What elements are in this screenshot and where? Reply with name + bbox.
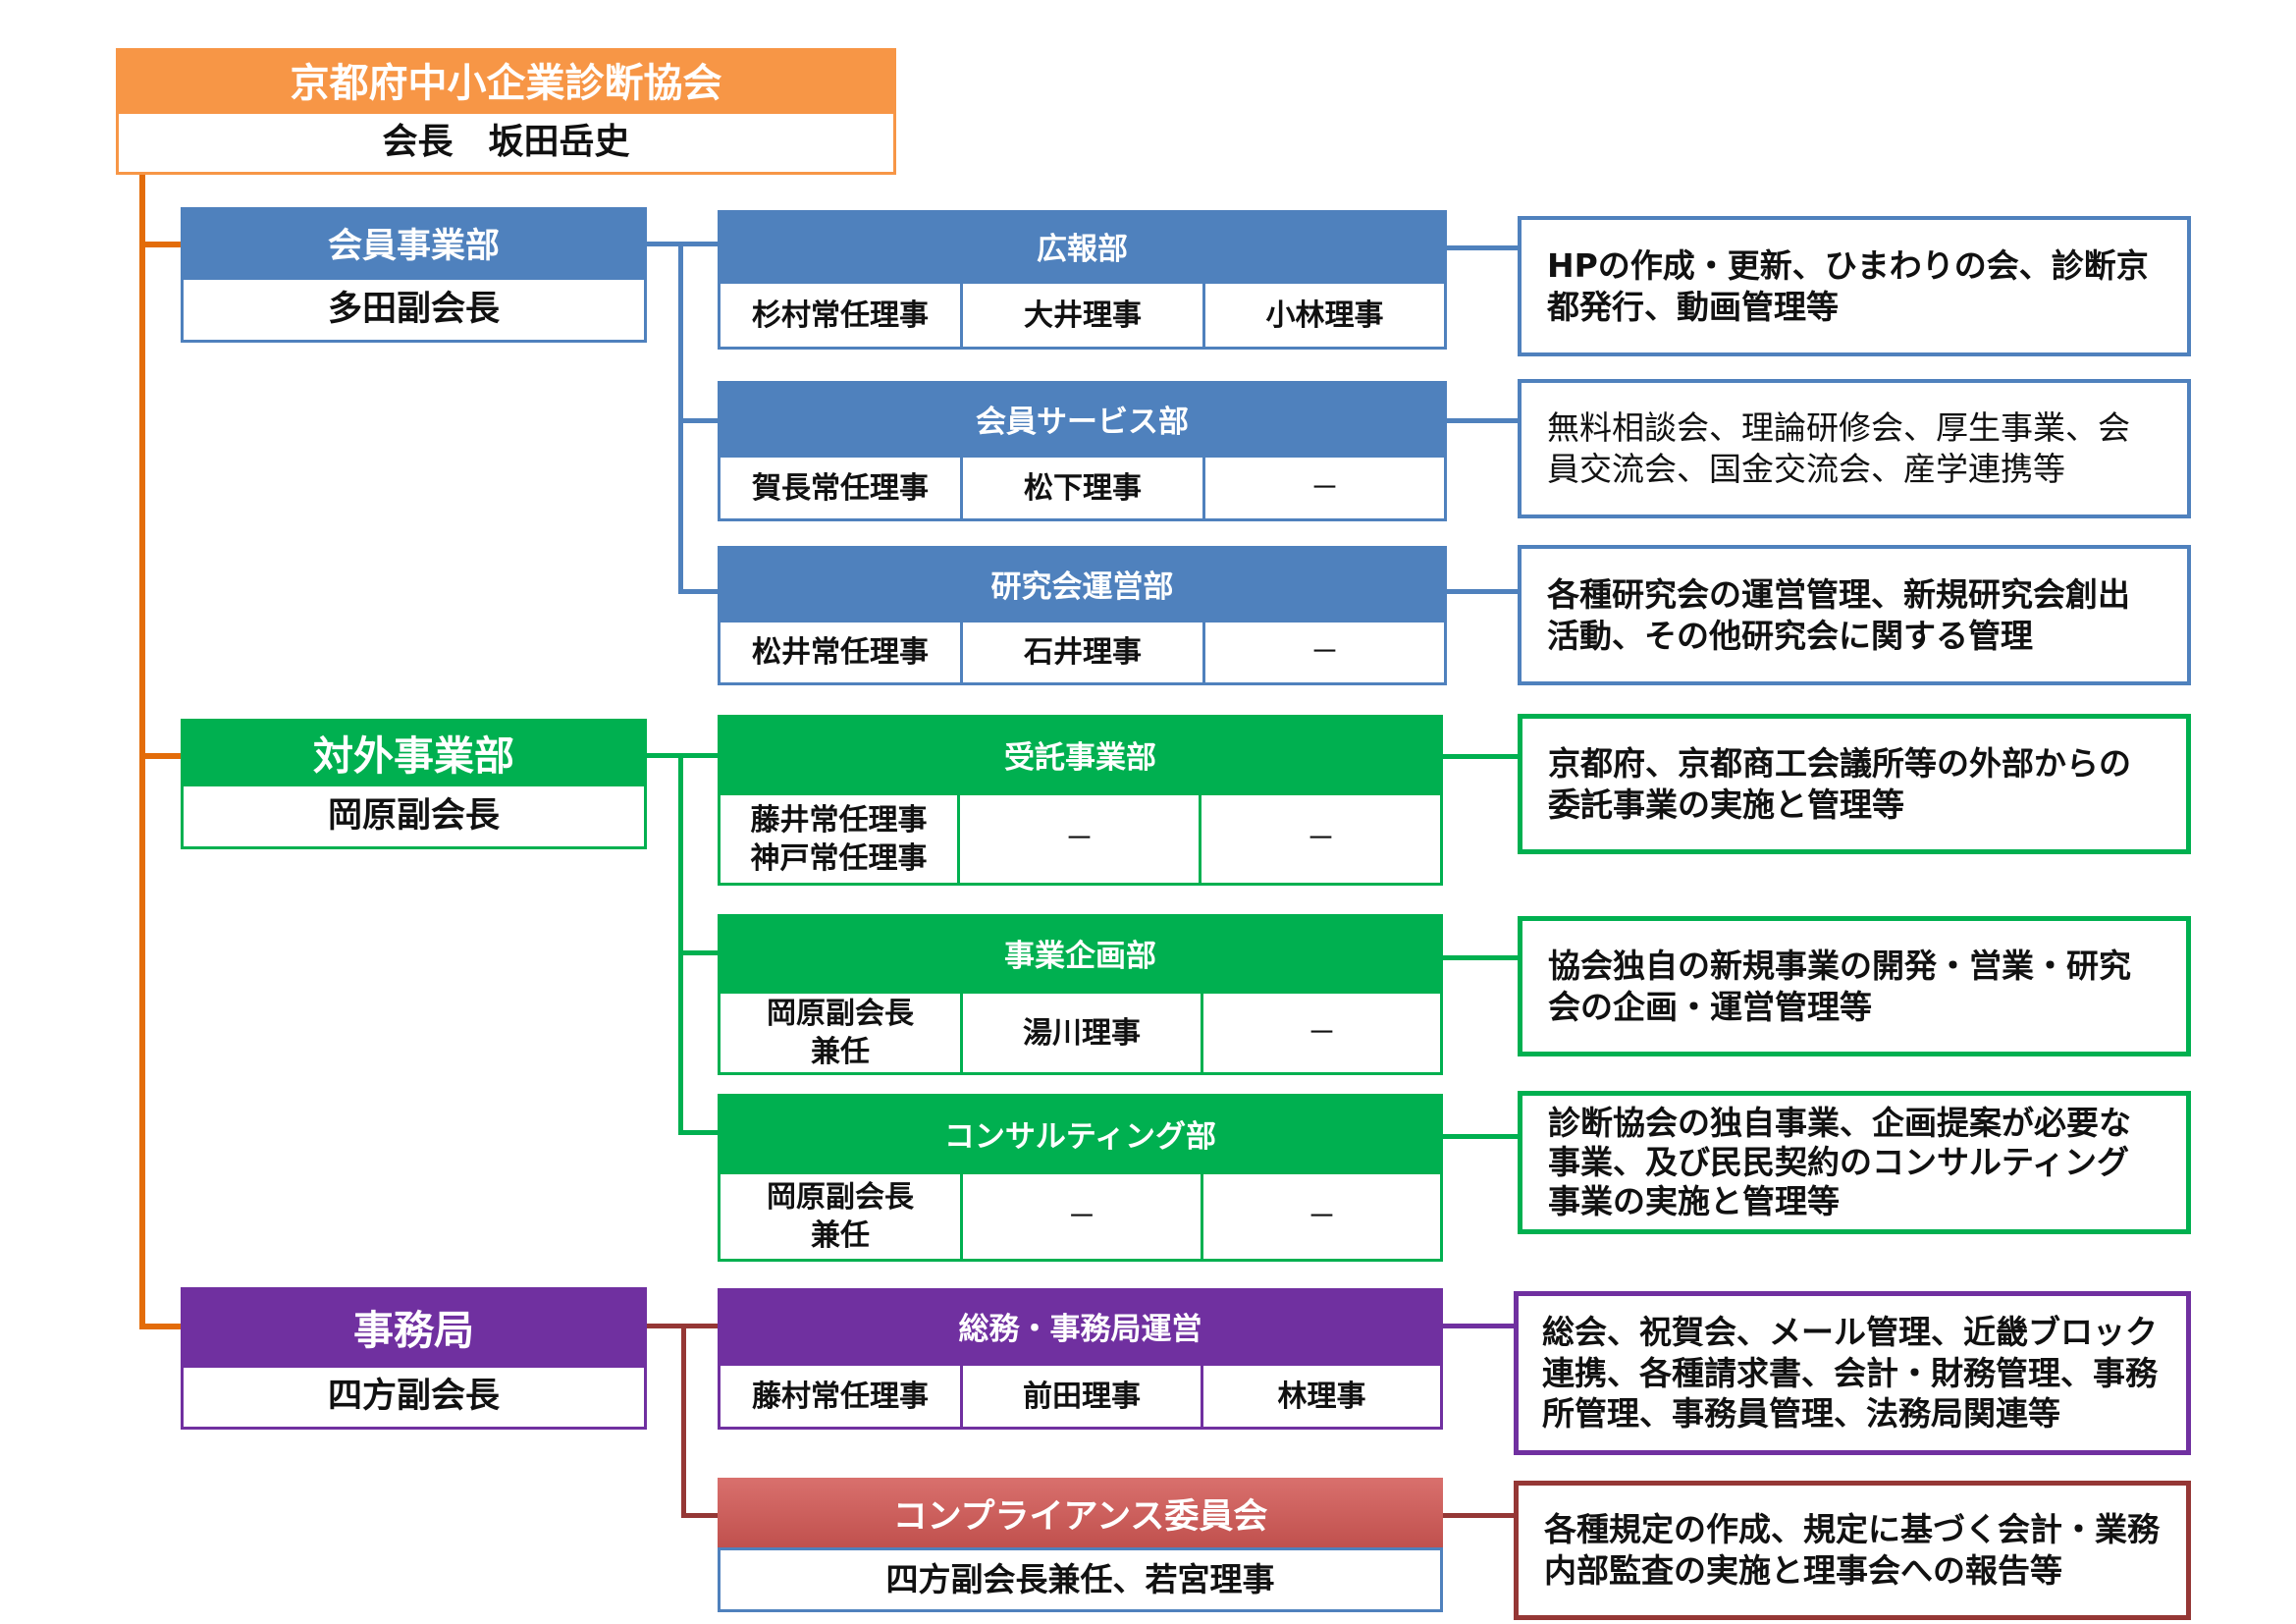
dept-consulting-description-text: 診断協会の独自事業、企画提案が必要な事業、及び民民契約のコンサルティング事業の実…: [1548, 1103, 2131, 1221]
blue-connector: [678, 589, 720, 594]
office-connector: [681, 1324, 686, 1518]
dept-service-title: 会員サービス部: [718, 381, 1447, 456]
division-external-title: 対外事業部: [181, 719, 647, 785]
division-office-title: 事務局: [181, 1287, 647, 1366]
dept-consulting-member: －: [960, 1171, 1203, 1262]
dept-research-member: 石井理事: [960, 620, 1205, 685]
association-title: 京都府中小企業診断協会: [116, 48, 896, 111]
dept-general-description: 総会、祝賀会、メール管理、近畿ブロック連携、各種請求書、会計・財務管理、事務所管…: [1514, 1291, 2191, 1455]
dept-planning-description: 協会独自の新規事業の開発・営業・研究会の企画・運営管理等: [1518, 916, 2191, 1056]
dept-planning-member-cell: 岡原副会長 兼任: [718, 991, 963, 1075]
green-connector: [1441, 955, 1518, 960]
trunk-line: [139, 175, 145, 1327]
dept-commission-member: 藤井常任理事: [750, 802, 928, 838]
dept-service-member: 賀長常任理事: [718, 455, 963, 521]
dept-consulting-member: －: [1201, 1171, 1443, 1262]
dept-research-member: 松井常任理事: [718, 620, 963, 685]
dept-pr-description-text: HPの作成・更新、ひまわりの会、診断京都発行、動画管理等: [1547, 245, 2149, 326]
dept-planning-member: 岡原副会長: [767, 997, 914, 1031]
division-office-head: 四方副会長: [181, 1365, 647, 1430]
green-connector: [678, 950, 720, 955]
dept-planning-title: 事業企画部: [718, 914, 1443, 992]
dept-general-member: 藤村常任理事: [718, 1363, 963, 1430]
dept-consulting-member: 兼任: [811, 1218, 870, 1253]
dept-service-description-text: 無料相談会、理論研修会、厚生事業、会員交流会、国金交流会、産学連携等: [1547, 408, 2130, 488]
blue-connector: [678, 418, 720, 423]
division-member-title: 会員事業部: [181, 207, 647, 278]
blue-connector: [1445, 245, 1518, 250]
dept-service-member: 松下理事: [960, 455, 1205, 521]
dept-pr-member: 大井理事: [960, 281, 1205, 350]
branch-line-member: [139, 242, 182, 247]
branch-line-office: [139, 1324, 182, 1329]
dept-consulting-title: コンサルティング部: [718, 1094, 1443, 1172]
dept-general-title: 総務・事務局運営: [718, 1288, 1443, 1364]
dept-pr-title: 広報部: [718, 210, 1447, 282]
branch-line-external: [139, 753, 182, 759]
dept-planning-member: －: [1201, 991, 1443, 1075]
division-member-head: 多田副会長: [181, 277, 647, 343]
dept-service-member: －: [1202, 455, 1447, 521]
dept-general-description-text: 総会、祝賀会、メール管理、近畿ブロック連携、各種請求書、会計・財務管理、事務所管…: [1542, 1313, 2158, 1434]
dept-service-description: 無料相談会、理論研修会、厚生事業、会員交流会、国金交流会、産学連携等: [1518, 379, 2191, 518]
office-connector: [681, 1513, 720, 1518]
dept-research-member: －: [1202, 620, 1447, 685]
dept-planning-description-text: 協会独自の新規事業の開発・営業・研究会の企画・運営管理等: [1548, 946, 2131, 1026]
dept-general-member: 前田理事: [960, 1363, 1203, 1430]
dept-planning-member: 湯川理事: [960, 991, 1203, 1075]
dept-general-member: 林理事: [1201, 1363, 1443, 1430]
dept-consulting-description: 診断協会の独自事業、企画提案が必要な事業、及び民民契約のコンサルティング事業の実…: [1518, 1091, 2191, 1234]
dept-compliance-description-text: 各種規定の作成、規定に基づく会計・業務内部監査の実施と理事会への報告等: [1544, 1510, 2160, 1590]
office-connector: [1441, 1324, 1518, 1328]
dept-commission-title: 受託事業部: [718, 715, 1443, 793]
dept-pr-member: 杉村常任理事: [718, 281, 963, 350]
green-connector: [1441, 1134, 1518, 1139]
blue-connector: [1445, 589, 1518, 594]
dept-compliance-description: 各種規定の作成、規定に基づく会計・業務内部監査の実施と理事会への報告等: [1514, 1481, 2191, 1620]
dept-commission-member: －: [1199, 792, 1443, 886]
office-connector: [1441, 1513, 1518, 1518]
dept-pr-member: 小林理事: [1202, 281, 1447, 350]
dept-commission-member: 神戸常任理事: [750, 840, 928, 876]
blue-connector: [647, 242, 720, 246]
green-connector: [647, 753, 720, 758]
division-external-head: 岡原副会長: [181, 784, 647, 849]
green-connector: [678, 753, 683, 1135]
dept-pr-description: HPの作成・更新、ひまわりの会、診断京都発行、動画管理等: [1518, 216, 2191, 356]
dept-commission-description-text: 京都府、京都商工会議所等の外部からの委託事業の実施と管理等: [1548, 743, 2131, 824]
dept-commission-member-cell: 藤井常任理事 神戸常任理事: [718, 792, 960, 886]
dept-compliance-title: コンプライアンス委員会: [718, 1478, 1443, 1548]
dept-compliance-member: 四方副会長兼任、若宮理事: [718, 1547, 1443, 1612]
dept-research-description: 各種研究会の運営管理、新規研究会創出活動、その他研究会に関する管理: [1518, 545, 2191, 685]
dept-research-description-text: 各種研究会の運営管理、新規研究会創出活動、その他研究会に関する管理: [1547, 574, 2130, 655]
blue-connector: [1445, 418, 1518, 423]
dept-commission-description: 京都府、京都商工会議所等の外部からの委託事業の実施と管理等: [1518, 714, 2191, 854]
dept-commission-member: －: [957, 792, 1201, 886]
dept-planning-member: 兼任: [811, 1035, 870, 1069]
dept-consulting-member-cell: 岡原副会長 兼任: [718, 1171, 963, 1262]
dept-research-title: 研究会運営部: [718, 546, 1447, 621]
chair-name: 会長 坂田岳史: [116, 111, 896, 175]
dept-consulting-member: 岡原副会長: [767, 1180, 914, 1215]
blue-connector: [678, 242, 683, 593]
green-connector: [1441, 754, 1518, 759]
green-connector: [678, 1130, 720, 1135]
